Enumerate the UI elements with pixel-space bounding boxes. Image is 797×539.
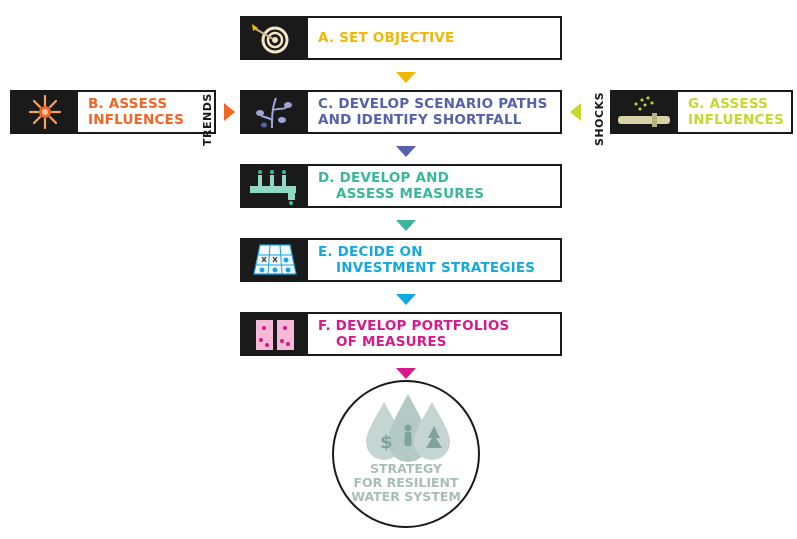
plant-icon [242, 92, 308, 132]
step-d-line-2: ASSESS MEASURES [336, 186, 485, 202]
arrow-c-to-d [396, 146, 416, 157]
sun-icon [12, 92, 78, 132]
step-g-label: G. ASSESS INFLUENCES [688, 92, 785, 132]
pipe-icon [242, 166, 308, 206]
step-b-line-1: B. ASSESS [88, 96, 168, 112]
step-b-label: B. ASSESS INFLUENCES [88, 92, 208, 132]
step-g-line-2: INFLUENCES [688, 112, 784, 128]
result-line-1: STRATEGY [370, 461, 442, 476]
result-line-3: WATER SYSTEM [351, 489, 461, 504]
broken-pipe-icon [612, 92, 678, 132]
step-f-label: F. DEVELOP PORTFOLIOS OF MEASURES [318, 314, 554, 354]
grid-icon [242, 240, 308, 280]
portfolio-icon [242, 314, 308, 354]
step-e-box: E. DECIDE ON INVESTMENT STRATEGIES [240, 238, 562, 282]
step-f-box: F. DEVELOP PORTFOLIOS OF MEASURES [240, 312, 562, 356]
step-e-line-2: INVESTMENT STRATEGIES [336, 260, 536, 276]
shocks-label: SHOCKS [593, 92, 606, 146]
step-c-label: C. DEVELOP SCENARIO PATHS AND IDENTIFY S… [318, 92, 554, 132]
svg-text:$: $ [380, 432, 393, 453]
arrow-a-to-c [396, 72, 416, 83]
arrow-g-to-c [570, 103, 581, 121]
trends-label: TRENDS [201, 93, 214, 146]
step-d-label: D. DEVELOP AND ASSESS MEASURES [318, 166, 554, 206]
step-c-line-2: AND IDENTIFY SHORTFALL [318, 112, 522, 128]
step-a-line-1: A. SET OBJECTIVE [318, 30, 455, 46]
step-f-line-1: F. DEVELOP PORTFOLIOS [318, 318, 510, 334]
step-f-line-2: OF MEASURES [336, 334, 447, 350]
result-line-2: FOR RESILIENT [353, 475, 459, 490]
step-e-line-1: E. DECIDE ON [318, 244, 423, 260]
step-a-label: A. SET OBJECTIVE [318, 18, 554, 58]
arrow-e-to-f [396, 294, 416, 305]
step-a-box: A. SET OBJECTIVE [240, 16, 562, 60]
step-d-box: D. DEVELOP AND ASSESS MEASURES [240, 164, 562, 208]
result-label: STRATEGY FOR RESILIENT WATER SYSTEM [334, 462, 478, 504]
step-b-line-2: INFLUENCES [88, 112, 184, 128]
water-drops-icon: $ [366, 394, 450, 462]
step-g-box: G. ASSESS INFLUENCES [610, 90, 793, 134]
arrow-f-to-result [396, 368, 416, 379]
step-b-box: B. ASSESS INFLUENCES [10, 90, 216, 134]
arrow-d-to-e [396, 220, 416, 231]
target-icon [242, 18, 308, 58]
step-d-line-1: D. DEVELOP AND [318, 170, 450, 186]
step-g-line-1: G. ASSESS [688, 96, 769, 112]
step-c-box: C. DEVELOP SCENARIO PATHS AND IDENTIFY S… [240, 90, 562, 134]
step-e-label: E. DECIDE ON INVESTMENT STRATEGIES [318, 240, 554, 280]
step-c-line-1: C. DEVELOP SCENARIO PATHS [318, 96, 548, 112]
result-circle: $ STRATEGY FOR RESILIENT WATER SYSTEM [332, 380, 480, 528]
arrow-b-to-c [224, 103, 235, 121]
